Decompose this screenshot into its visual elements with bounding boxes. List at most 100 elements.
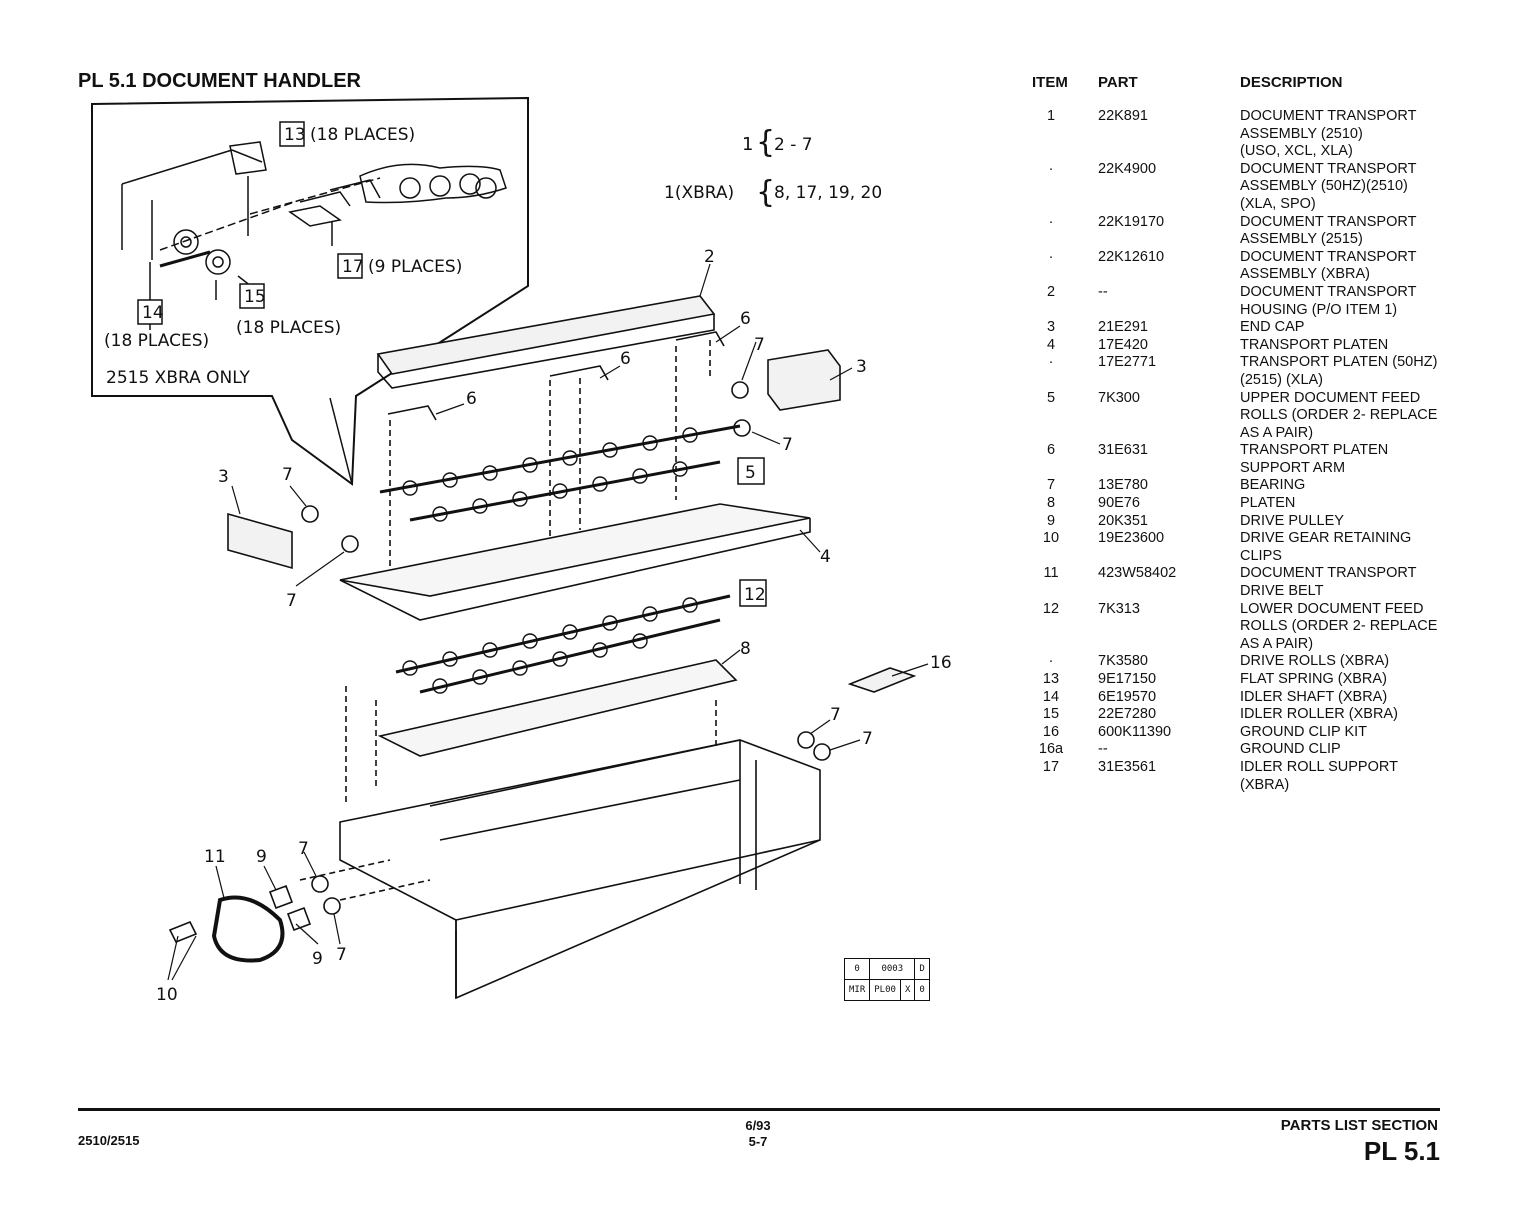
part-description: IDLER ROLLER (XBRA) <box>1240 706 1510 724</box>
footer-section: PARTS LIST SECTION <box>1280 1117 1438 1134</box>
item-number: 10 <box>1042 530 1060 547</box>
item-number: 16a <box>1038 741 1064 758</box>
item-number: 13 <box>1042 671 1060 687</box>
item-number: 3 <box>1046 319 1056 336</box>
description-line: DRIVE PULLEY <box>1240 512 1344 529</box>
part-description: GROUND CLIP <box>1240 741 1510 759</box>
item-number: · <box>1048 248 1054 265</box>
description-line: ASSEMBLY (2515) <box>1240 231 1363 248</box>
callout-note-17: (9 PLACES) <box>368 257 462 277</box>
part-number: 22K19170 <box>1098 213 1165 230</box>
part-number: 9E17150 <box>1098 671 1157 687</box>
description-line: DOCUMENT TRANSPORT <box>1240 108 1417 124</box>
part-description: IDLER ROLL SUPPORT(XBRA) <box>1240 759 1510 794</box>
part-description: FLAT SPRING (XBRA) <box>1240 671 1510 689</box>
item-number: 11 <box>1043 565 1059 582</box>
part-number: 90E76 <box>1098 495 1140 512</box>
item-number: · <box>1048 213 1054 230</box>
item-number: · <box>1048 354 1054 371</box>
callout-ref-13: 13 <box>284 125 306 145</box>
description-line: DOCUMENT TRANSPORT <box>1240 248 1417 265</box>
description-line: IDLER ROLL SUPPORT <box>1240 758 1398 775</box>
description-line: DRIVE BELT <box>1240 583 1324 600</box>
item-number: 16 <box>1042 723 1060 740</box>
label-9a: 9 <box>256 847 267 867</box>
table-row: 16a--GROUND CLIP <box>1030 741 1510 759</box>
description-line: UPPER DOCUMENT FEED <box>1240 389 1421 406</box>
description-line: FLAT SPRING (XBRA) <box>1240 671 1387 687</box>
callout-note-13: (18 PLACES) <box>310 125 415 145</box>
label-7g: 7 <box>298 839 309 859</box>
description-line: ROLLS (ORDER 2- REPLACE <box>1240 618 1438 635</box>
page-title: PL 5.1 DOCUMENT HANDLER <box>78 70 361 92</box>
table-row: 13 9E17150 FLAT SPRING (XBRA) <box>1030 671 1510 689</box>
label-2: 2 <box>704 247 715 267</box>
part-description: TRANSPORT PLATEN <box>1240 337 1510 355</box>
label-4: 4 <box>820 547 831 567</box>
part-number: 22K12610 <box>1098 248 1165 265</box>
footer-model: 2510/2515 <box>78 1133 140 1148</box>
description-line: ROLLS (ORDER 2- REPLACE <box>1240 407 1438 424</box>
part-description: IDLER SHAFT (XBRA) <box>1240 689 1510 707</box>
label-10: 10 <box>156 985 178 1005</box>
description-line: (XLA, SPO) <box>1240 195 1316 212</box>
part-description: END CAP <box>1240 319 1510 337</box>
rev-cell: PL00 <box>869 979 901 1001</box>
part-number: 21E291 <box>1098 319 1148 336</box>
header-part: PART <box>1098 74 1138 91</box>
rev-cell: MIR <box>843 979 871 1001</box>
label-9b: 9 <box>312 949 323 969</box>
callout-note-14: (18 PLACES) <box>104 331 209 351</box>
label-3b: 3 <box>218 467 229 487</box>
description-line: END CAP <box>1240 319 1305 336</box>
footer-date: 6/93 <box>745 1118 771 1133</box>
label-7d: 7 <box>286 591 297 611</box>
item-number: 5 <box>1046 389 1056 406</box>
revision-box: 0 0003 D MIR PL00 X 0 <box>843 958 930 1001</box>
rev-cell: 0 <box>914 979 930 1001</box>
description-line: SUPPORT ARM <box>1240 459 1346 476</box>
footer-date-page: 6/93 5-7 <box>700 1118 816 1150</box>
label-16: 16 <box>930 653 952 673</box>
rev-cell: 0003 <box>869 958 916 980</box>
item-number: 2 <box>1046 283 1056 300</box>
description-line: (2515) (XLA) <box>1240 371 1324 388</box>
part-description: BEARING <box>1240 477 1510 495</box>
description-line: IDLER SHAFT (XBRA) <box>1240 688 1388 705</box>
rev-cell: X <box>899 979 916 1001</box>
description-line: (USO, XCL, XLA) <box>1240 143 1353 160</box>
callout-ref-15: 15 <box>244 287 266 307</box>
label-3a: 3 <box>856 357 867 377</box>
part-number: 600K11390 <box>1098 723 1172 740</box>
brace-1-icon: { <box>756 125 775 160</box>
item-number: · <box>1048 160 1054 177</box>
item-number: 14 <box>1042 688 1060 705</box>
description-line: ASSEMBLY (XBRA) <box>1240 266 1371 283</box>
rev-cell: D <box>914 958 930 980</box>
label-7f: 7 <box>862 729 873 749</box>
item-number: 8 <box>1046 495 1056 512</box>
label-6a: 6 <box>740 309 751 329</box>
item-number: · <box>1048 653 1054 670</box>
part-number: 19E23600 <box>1098 530 1165 547</box>
